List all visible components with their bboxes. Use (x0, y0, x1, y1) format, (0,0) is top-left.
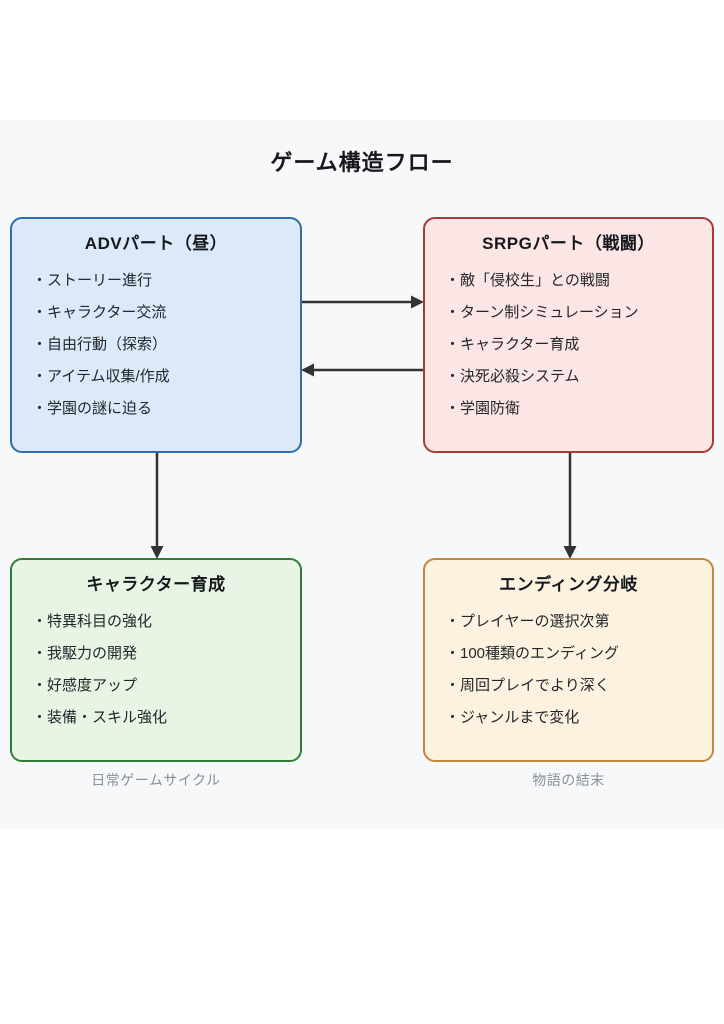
list-item: ・敵「侵校生」との戦闘 (445, 272, 610, 289)
node-ending-items: ・プレイヤーの選択次第 ・100種類のエンディング ・周回プレイでより深く ・ジ… (425, 606, 712, 734)
node-ending-title: エンディング分岐 (499, 575, 638, 594)
list-item: ・アイテム収集/作成 (32, 368, 170, 385)
list-item: ・ジャンルまで変化 (445, 709, 580, 726)
node-character-development: キャラクター育成 ・特異科目の強化 ・我駆力の開発 ・好感度アップ ・装備・スキ… (10, 558, 302, 762)
node-character-items: ・特異科目の強化 ・我駆力の開発 ・好感度アップ ・装備・スキル強化 (12, 606, 300, 734)
list-item: ・我駆力の開発 (32, 645, 138, 662)
list-item: ・キャラクター交流 (32, 304, 167, 321)
list-item: ・周回プレイでより深く (445, 677, 610, 694)
node-srpg-title: SRPGパート（戦闘） (482, 234, 655, 253)
node-srpg-part: SRPGパート（戦闘） ・敵「侵校生」との戦闘 ・ターン制シミュレーション ・キ… (423, 217, 714, 453)
node-character-title: キャラクター育成 (86, 575, 226, 594)
list-item: ・装備・スキル強化 (32, 709, 168, 726)
diagram-title: ゲーム構造フロー (270, 150, 454, 175)
node-adv-items: ・ストーリー進行 ・キャラクター交流 ・自由行動（探索） ・アイテム収集/作成 … (12, 265, 300, 425)
list-item: ・学園の謎に迫る (32, 400, 153, 417)
node-srpg-items: ・敵「侵校生」との戦闘 ・ターン制シミュレーション ・キャラクター育成 ・決死必… (425, 265, 712, 425)
list-item: ・キャラクター育成 (445, 336, 580, 353)
list-item: ・学園防衛 (445, 400, 521, 417)
list-item: ・100種類のエンディング (445, 645, 619, 662)
list-item: ・ストーリー進行 (32, 272, 153, 289)
node-adv-part: ADVパート（昼） ・ストーリー進行 ・キャラクター交流 ・自由行動（探索） ・… (10, 217, 302, 453)
list-item: ・自由行動（探索） (32, 336, 168, 353)
list-item: ・決死必殺システム (445, 368, 580, 385)
caption-daily-game-cycle: 日常ゲームサイクル (91, 772, 221, 788)
node-ending-branches: エンディング分岐 ・プレイヤーの選択次第 ・100種類のエンディング ・周回プレ… (423, 558, 714, 762)
node-adv-title: ADVパート（昼） (84, 234, 228, 253)
list-item: ・プレイヤーの選択次第 (445, 613, 610, 630)
list-item: ・特異科目の強化 (32, 613, 153, 630)
list-item: ・好感度アップ (32, 677, 138, 694)
caption-story-ending: 物語の結末 (532, 772, 605, 788)
list-item: ・ターン制シミュレーション (445, 304, 639, 321)
